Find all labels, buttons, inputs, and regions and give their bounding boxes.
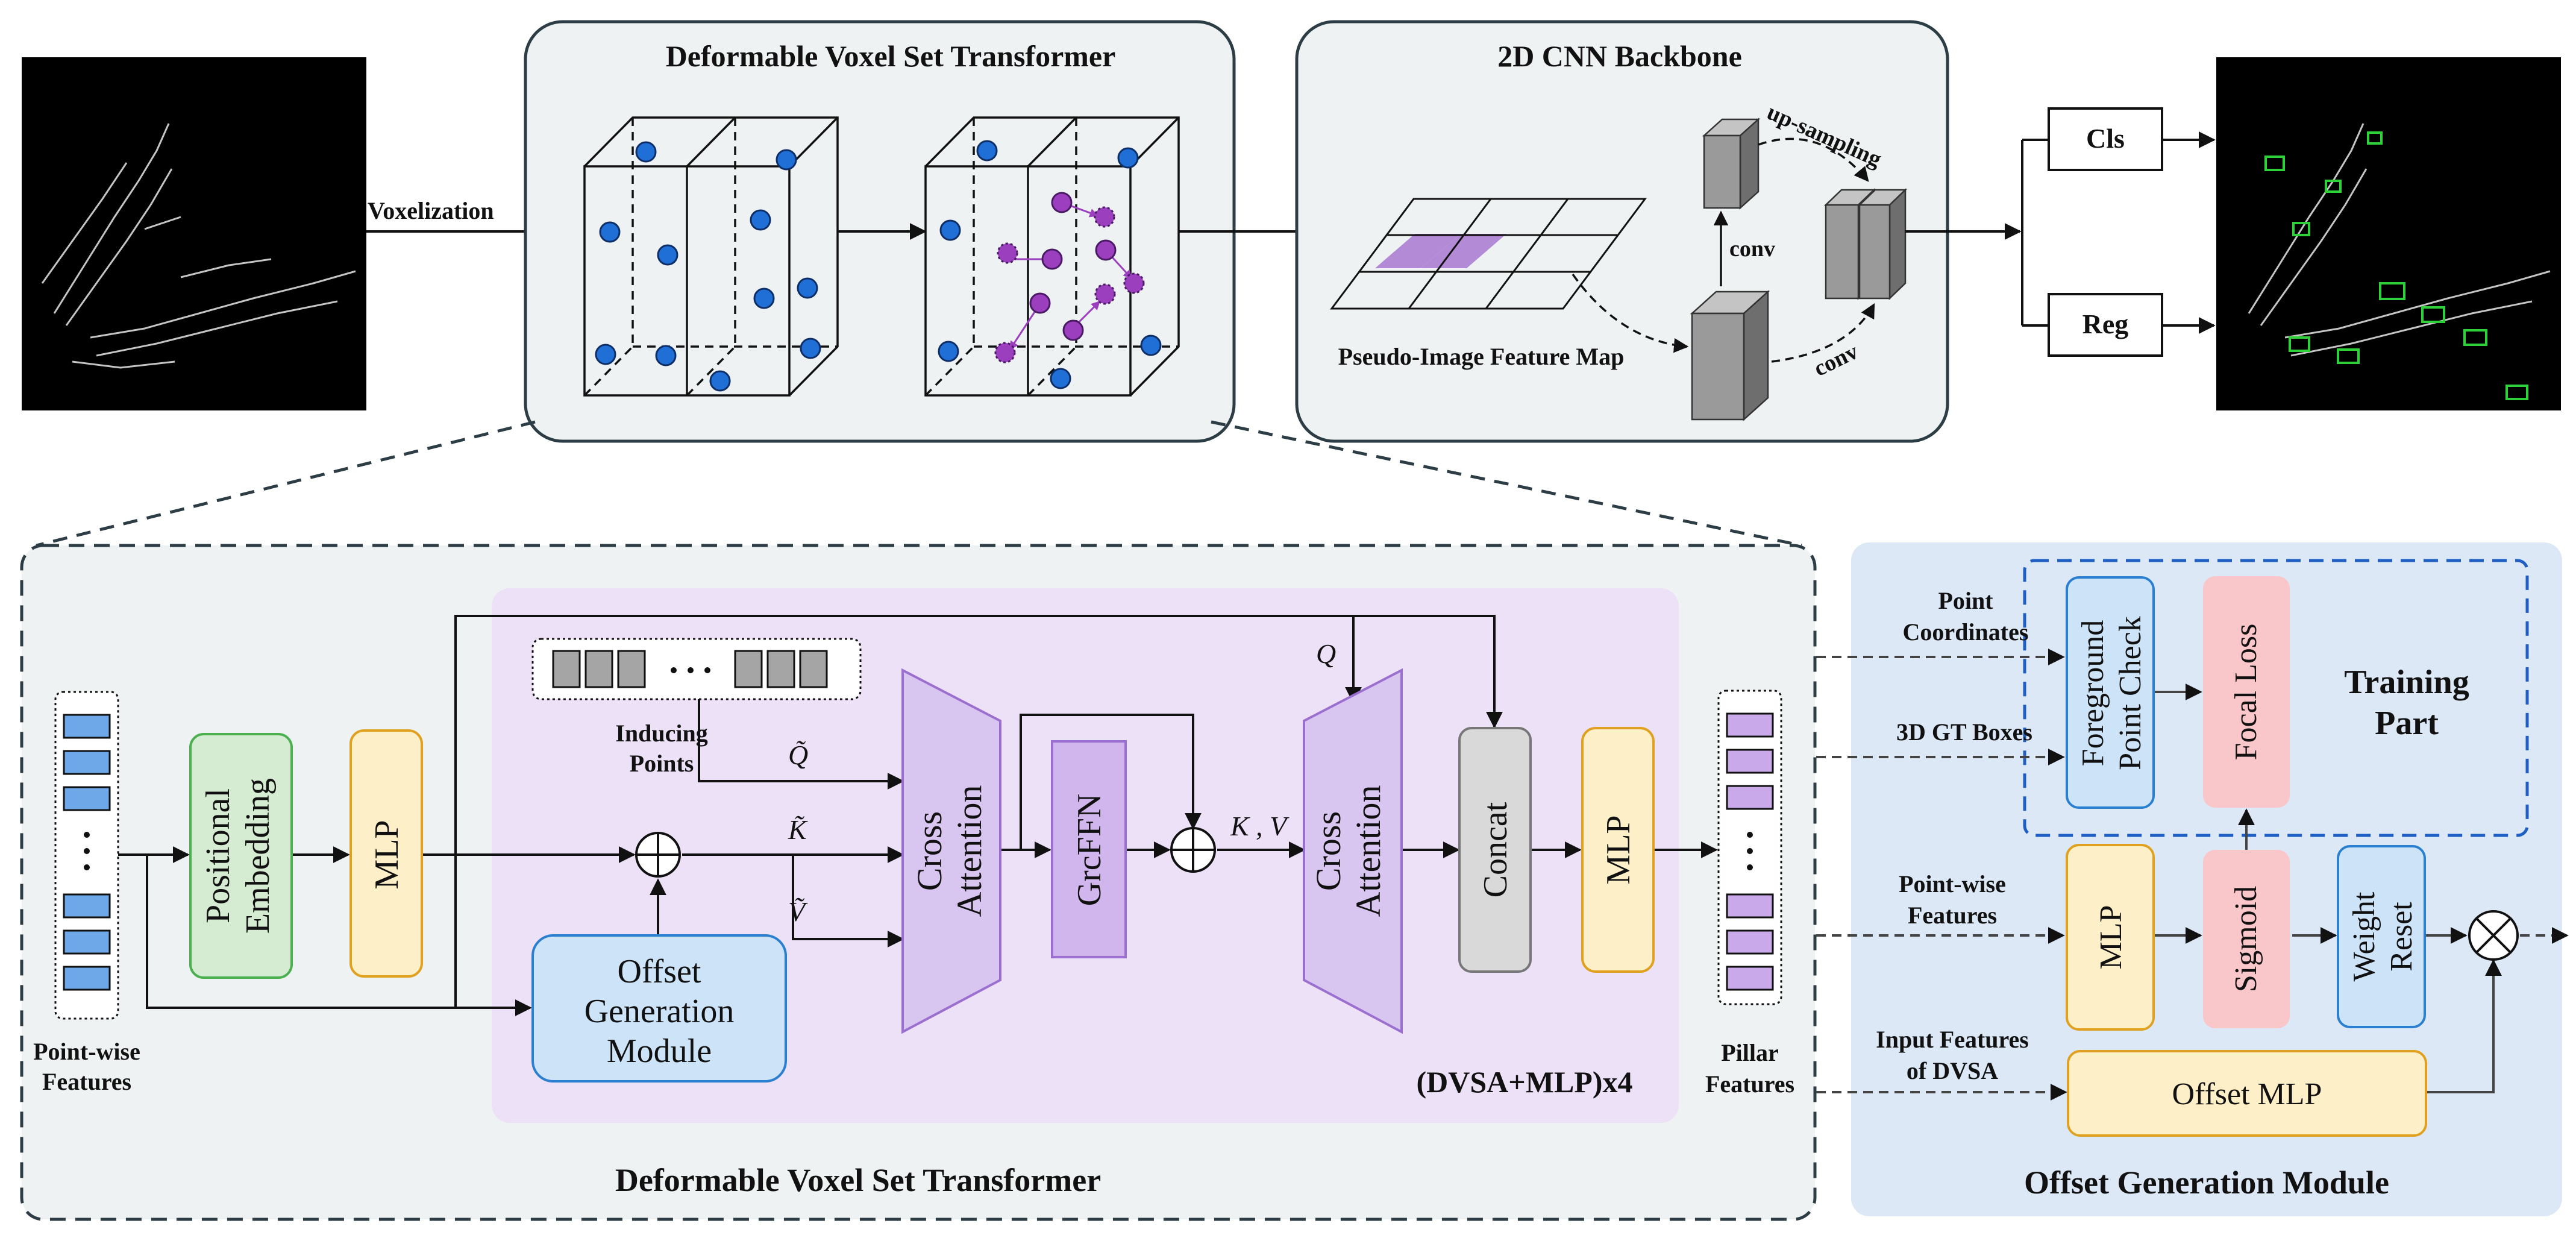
cross-attention-1-label-a: Cross [910,811,949,891]
to-conv-arrow [1572,273,1689,353]
dvst-title: Deformable Voxel Set Transformer [666,39,1116,73]
pseudo-image-label: Pseudo-Image Feature Map [1338,343,1625,370]
purple-points-solid [1029,192,1117,341]
training-part-label-1: Training [2344,664,2469,701]
cnn-panel: 2D CNN Backbone Pseudo-Image Feature Map [1295,20,1949,443]
grcffn-label: GrcFFN [1071,794,1108,907]
mlp-label-1: MLP [368,820,406,889]
purple-points-dotted [994,206,1145,363]
grcffn-box [1051,740,1127,958]
mlp-label-r: MLP [2094,905,2128,970]
pointwise-label-r2: Features [1908,902,1997,929]
reg-label: Reg [2082,309,2129,339]
voxel-points-2 [938,140,1162,389]
point-coords-label-1: Point [1938,587,1993,614]
pos-embed-label-1: Positional [199,788,237,923]
weight-reset-label-1: Weight [2347,891,2381,981]
offset-generation-box [531,934,787,1083]
v-tilde-label: Ṽ [788,896,808,927]
voxelization-label: Voxelization [368,197,494,224]
input-point-cloud [22,57,366,410]
voxel-points-1 [595,141,821,392]
inducing-label-2: Points [630,750,694,777]
cnn-title: 2D CNN Backbone [1497,39,1742,73]
sigmoid-box [2203,850,2290,1028]
upsampling-arrow [1758,137,1869,182]
pointwise-label-r1: Point-wise [1899,870,2006,897]
pointwise-label-2: Features [42,1068,131,1095]
offset-mlp-box [2067,1050,2427,1137]
pillar-feature-stack [1717,690,1782,1005]
concat-label: Concat [1477,802,1514,897]
pointwise-label-1: Point-wise [33,1038,140,1065]
sigmoid-label: Sigmoid [2229,886,2263,992]
offset-generation-panel: Point Coordinates 3D GT Boxes Point-wise… [1816,542,2569,1216]
training-part-label-2: Part [2375,705,2439,742]
mlp-label-2: MLP [1600,815,1637,884]
cross-attention-block-2 [1303,668,1403,1034]
offset-gen-label-3: Module [607,1032,712,1070]
input-features-label-1: Input Features [1876,1026,2029,1053]
pos-embed-label-2: Embedding [239,778,277,934]
concat-box [1458,727,1532,973]
offset-gen-label-2: Generation [584,993,735,1030]
weight-reset-label-2: Reset [2384,902,2419,972]
pointwise-feature-stack [54,691,119,1020]
cross-attention-1-label-b: Attention [950,785,989,917]
pseudo-image-grid [1330,198,1647,310]
fg-check-label-2: Point Check [2113,616,2148,770]
ogm-section-title: Offset Generation Module [2024,1164,2389,1201]
dvst-panel: Deformable Voxel Set Transformer [524,20,1236,443]
cross-attention-2-label-a: Cross [1309,811,1348,891]
feature-block-large [1690,290,1770,421]
feature-block-small [1702,118,1761,210]
k-tilde-label: K̃ [788,814,808,845]
cross-attention-block-1 [901,668,1001,1034]
q-label: Q [1316,638,1336,669]
focal-loss-label: Focal Loss [2229,624,2263,761]
offset-mlp-label: Offset MLP [2172,1077,2322,1111]
feature-block-stacked [1823,188,1908,300]
detection-head: Cls Reg [1905,107,2216,357]
dvst-detail-panel: Point-wise Features Positional Embedding [20,544,1817,1221]
zoom-line-left [36,420,536,547]
voxel-grid-1 [583,116,839,397]
foreground-check-box [2066,576,2155,809]
training-part-box [2023,559,2529,837]
pillar-label-1: Pillar [1721,1039,1779,1066]
weight-reset-box [2337,845,2426,1028]
fg-check-label-1: Foreground [2076,620,2110,767]
mlp-box-2 [1581,727,1655,973]
conv-label-1: conv [1729,236,1775,262]
kv-label: K , V [1230,811,1290,841]
pillar-label-2: Features [1705,1070,1794,1098]
inducing-label-1: Inducing [615,720,707,747]
point-coords-label-2: Coordinates [1903,618,2029,646]
add-operator-1 [635,832,681,878]
add-operator-2 [1170,827,1216,873]
repeat-label: (DVSA+MLP)x4 [1416,1065,1632,1099]
output-detection-image [2216,57,2561,410]
dvst-section-title: Deformable Voxel Set Transformer [615,1162,1101,1198]
conv-arrow-2 [1771,303,1875,363]
zoom-line-right [1211,420,1802,547]
offset-gen-label-1: Offset [618,953,701,990]
mlp-box-1 [349,729,423,978]
input-features-label-2: of DVSA [1907,1057,1998,1084]
gt-boxes-label: 3D GT Boxes [1896,718,2032,746]
inducing-points [531,638,862,700]
positional-embedding-box [189,733,293,979]
focal-loss-box [2203,576,2290,808]
mlp-box-r [2066,844,2155,1031]
cross-attention-2-label-b: Attention [1349,785,1388,917]
q-tilde-label: Q̃ [788,740,808,770]
multiply-operator [2468,910,2519,961]
cls-label: Cls [2086,123,2125,154]
